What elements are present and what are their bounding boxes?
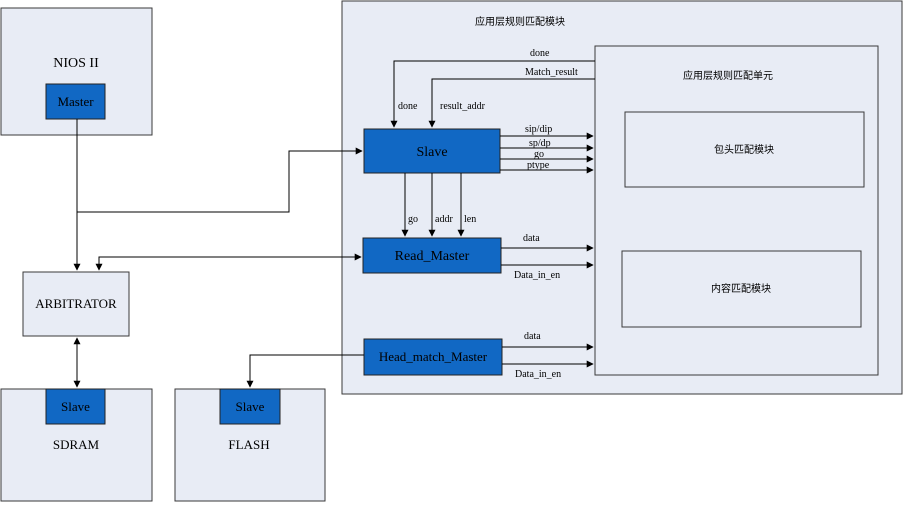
flash-slave-port: Slave bbox=[219, 388, 281, 425]
head-match-master-block: Head_match_Master bbox=[363, 338, 503, 376]
unit-title: 应用层规则匹配单元 bbox=[683, 69, 773, 82]
head-master-to-flash-arrow bbox=[246, 354, 364, 388]
signal-match-result: Match_result bbox=[525, 67, 578, 78]
signal-data-in-en-head: Data_in_en bbox=[515, 369, 561, 380]
sdram-slave-label: Slave bbox=[61, 399, 90, 414]
signal-done-top: done bbox=[530, 48, 550, 59]
read-master-block: Read_Master bbox=[362, 237, 502, 274]
module-title: 应用层规则匹配模块 bbox=[475, 15, 565, 28]
signal-done: done bbox=[398, 101, 418, 112]
slave-block: Slave bbox=[363, 128, 501, 174]
signal-data-head: data bbox=[524, 331, 541, 342]
signal-len: len bbox=[464, 214, 476, 225]
signal-data-read: data bbox=[523, 233, 540, 244]
signal-result-addr: result_addr bbox=[440, 101, 486, 112]
signal-sp-dp: sp/dp bbox=[529, 138, 551, 149]
signal-go-down: go bbox=[408, 214, 418, 225]
signal-addr: addr bbox=[435, 214, 453, 225]
arbitrator-label: ARBITRATOR bbox=[35, 296, 117, 311]
done-feedback-arrow bbox=[390, 60, 595, 128]
slave-label: Slave bbox=[416, 145, 447, 160]
content-match-label: 内容匹配模块 bbox=[711, 282, 771, 295]
arbitrator-block: ARBITRATOR bbox=[22, 271, 130, 337]
flash-label: FLASH bbox=[228, 437, 269, 452]
signal-data-in-en-read: Data_in_en bbox=[514, 270, 560, 281]
master-label: Master bbox=[57, 94, 94, 109]
nios-ii-label: NIOS II bbox=[53, 56, 99, 71]
flash-slave-label: Slave bbox=[236, 399, 265, 414]
signal-sip-dip: sip/dip bbox=[525, 124, 552, 135]
match-result-feedback-arrow bbox=[428, 78, 595, 128]
content-match-module: 内容匹配模块 bbox=[621, 250, 862, 328]
nios-master-port: Master bbox=[45, 83, 106, 120]
sdram-slave-port: Slave bbox=[45, 388, 106, 425]
read-master-arbitrator-link bbox=[95, 253, 362, 271]
sdram-label: SDRAM bbox=[53, 437, 100, 452]
header-match-label: 包头匹配模块 bbox=[714, 143, 774, 156]
header-match-module: 包头匹配模块 bbox=[624, 111, 865, 188]
signal-go-right: go bbox=[534, 149, 544, 160]
head-match-master-label: Head_match_Master bbox=[379, 349, 488, 364]
read-master-label: Read_Master bbox=[395, 249, 470, 264]
master-to-slave-arrow bbox=[77, 147, 363, 213]
signal-ptype: ptype bbox=[527, 160, 550, 171]
